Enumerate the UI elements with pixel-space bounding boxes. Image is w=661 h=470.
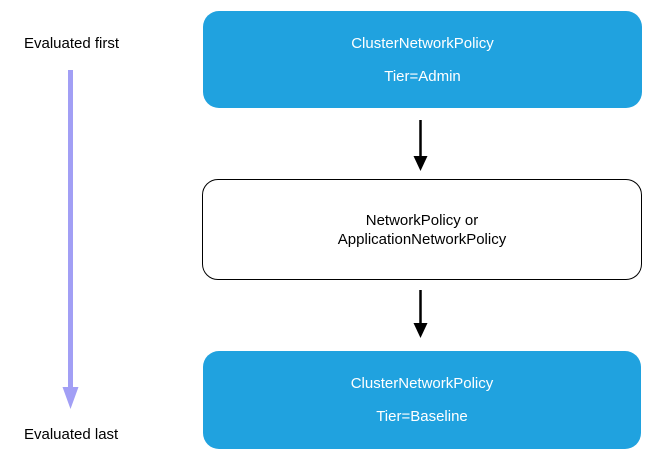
node-network-policy: NetworkPolicy or ApplicationNetworkPolic… xyxy=(202,179,642,280)
evaluated-last-label: Evaluated last xyxy=(24,426,119,443)
node-title: NetworkPolicy or xyxy=(365,211,479,229)
arrow-middle-to-bottom-icon xyxy=(413,290,428,338)
node-subtitle: Tier=Baseline xyxy=(376,408,468,425)
evaluation-order-arrow-icon xyxy=(62,70,79,409)
evaluated-first-label: Evaluated first xyxy=(24,35,120,52)
node-title: ClusterNetworkPolicy xyxy=(350,375,494,392)
node-subtitle: Tier=Admin xyxy=(384,67,461,85)
node-subtitle: ApplicationNetworkPolicy xyxy=(337,230,507,248)
arrow-top-to-middle-icon xyxy=(413,120,428,171)
node-title: ClusterNetworkPolicy xyxy=(351,34,494,52)
node-cluster-network-policy-admin: ClusterNetworkPolicy Tier=Admin xyxy=(203,11,642,108)
node-cluster-network-policy-baseline: ClusterNetworkPolicy Tier=Baseline xyxy=(203,351,641,449)
